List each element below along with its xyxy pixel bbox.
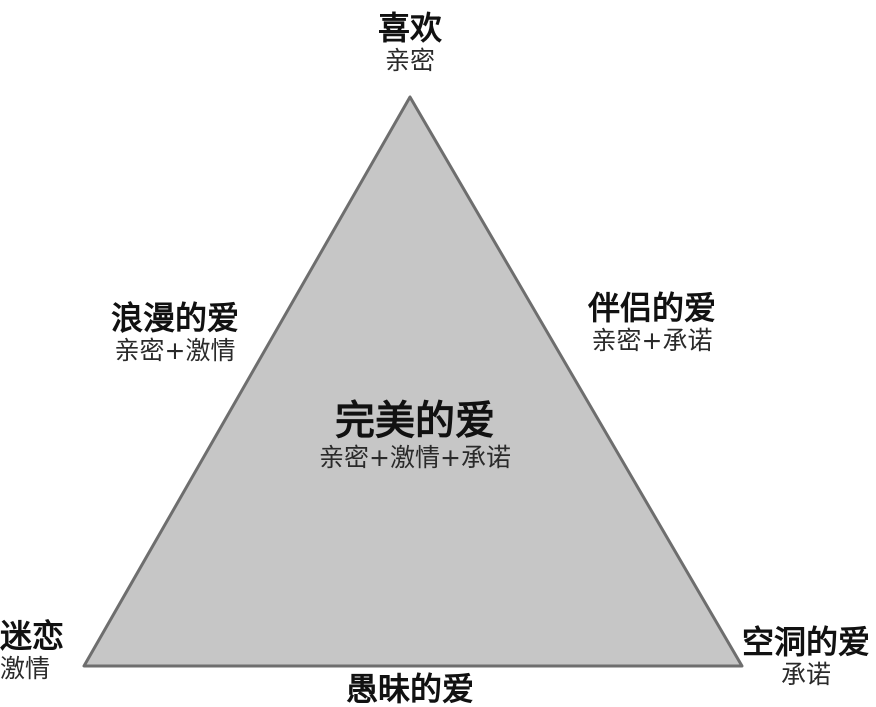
node-bottom-edge: 愚昧的爱 (300, 671, 520, 707)
node-center: 完美的爱 亲密+激情+承诺 (300, 398, 530, 473)
node-center-title: 完美的爱 (335, 398, 495, 444)
node-top-title: 喜欢 (377, 9, 442, 47)
node-right-edge: 伴侣的爱 亲密+承诺 (572, 290, 732, 356)
node-top-sub: 亲密 (384, 45, 435, 75)
node-center-sub: 亲密+激情+承诺 (319, 443, 511, 472)
node-bottom-edge-title: 愚昧的爱 (345, 670, 474, 707)
node-right-edge-title: 伴侣的爱 (587, 289, 716, 327)
node-top: 喜欢 亲密 (365, 10, 455, 76)
node-bottom-right-title: 空洞的爱 (741, 623, 870, 661)
triangle-shape (82, 95, 744, 668)
node-bottom-left-sub: 激情 (0, 653, 51, 683)
node-left-edge-sub: 亲密+激情 (114, 335, 236, 365)
node-bottom-left: 迷恋 激情 (0, 618, 82, 684)
node-right-edge-sub: 亲密+承诺 (591, 325, 713, 355)
node-left-edge-title: 浪漫的爱 (110, 299, 239, 337)
node-bottom-right: 空洞的爱 承诺 (736, 624, 876, 690)
node-bottom-left-title: 迷恋 (0, 617, 65, 655)
node-bottom-right-sub: 承诺 (780, 659, 831, 689)
node-left-edge: 浪漫的爱 亲密+激情 (95, 300, 255, 366)
